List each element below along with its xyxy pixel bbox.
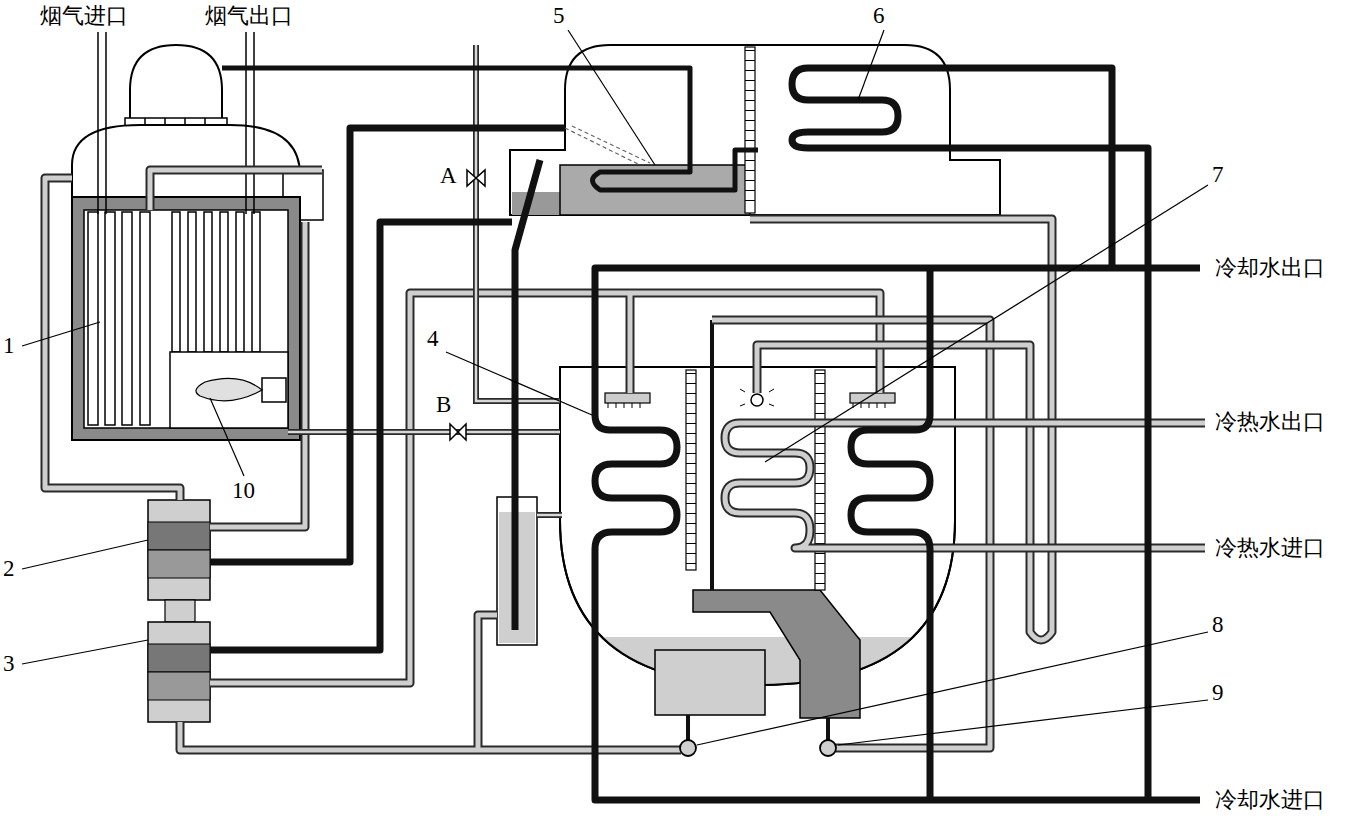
lower-vessel-part xyxy=(688,715,828,740)
lower-vessel-part xyxy=(560,367,955,685)
generator-shell-part xyxy=(262,378,286,402)
heat-exchangers-part xyxy=(148,550,210,578)
generator-shell-part xyxy=(188,212,196,352)
generator-shell-part xyxy=(220,212,228,352)
piping-part xyxy=(537,512,562,518)
callout-number: 6 xyxy=(873,3,885,29)
piping-part xyxy=(180,615,681,750)
heat-exchangers-part xyxy=(148,522,210,550)
leader-lines-part xyxy=(22,640,148,664)
piping-part xyxy=(515,160,540,630)
lower-vessel-part xyxy=(751,394,763,406)
piping-part xyxy=(288,431,560,434)
generator-shell-part xyxy=(204,212,212,352)
generator-shell-part xyxy=(196,378,262,400)
callout-number: 3 xyxy=(3,651,15,677)
valves-pumps xyxy=(450,170,836,756)
port-label: 冷却水出口 xyxy=(1215,255,1325,280)
upper-vessel-part xyxy=(745,50,755,210)
piping-part xyxy=(45,178,180,500)
leader-lines-part xyxy=(22,540,148,569)
port-label: 烟气进口 xyxy=(40,3,128,28)
leader-lines xyxy=(22,30,1208,745)
callout-number: 1 xyxy=(3,333,15,359)
generator-shell-part xyxy=(88,212,98,425)
port-label: 冷却水进口 xyxy=(1215,787,1325,812)
generator-shell-part xyxy=(98,32,254,214)
piping-part xyxy=(210,293,880,683)
piping-part xyxy=(210,222,512,650)
generator-shell-part xyxy=(236,212,244,352)
heat-exchangers-part xyxy=(148,500,210,600)
generator-shell-part xyxy=(84,210,288,428)
generator-shell-part xyxy=(172,212,180,352)
piping-part xyxy=(210,222,305,527)
generator-shell xyxy=(72,32,323,440)
port-label: 烟气出口 xyxy=(205,3,293,28)
generator-shell-part xyxy=(170,352,288,428)
lower-vessel-part xyxy=(710,320,714,590)
heat-exchangers xyxy=(148,500,210,722)
generator-shell-part xyxy=(72,197,300,440)
piping-part xyxy=(595,268,1200,800)
port-label: 冷热水进口 xyxy=(1215,535,1325,560)
piping-part xyxy=(150,170,322,210)
piping-part xyxy=(222,68,758,190)
piping-part xyxy=(288,429,560,435)
heat-exchangers-part xyxy=(148,622,210,722)
piping-part xyxy=(45,178,180,500)
leader-lines-part xyxy=(858,30,884,100)
lower-vessel-part xyxy=(686,370,696,570)
generator-shell-part xyxy=(130,45,222,125)
lower-vessel-part xyxy=(693,590,860,718)
upper-vessel-part xyxy=(565,126,650,165)
callout-number: 9 xyxy=(1212,680,1224,706)
leader-lines-part xyxy=(568,30,655,165)
leader-lines-part xyxy=(22,322,100,346)
piping-part xyxy=(851,268,930,800)
upper-vessel-part xyxy=(745,47,755,213)
piping xyxy=(45,45,1205,800)
leader-lines-part xyxy=(838,700,1208,745)
leader-lines-part xyxy=(697,632,1208,745)
callout-number: 10 xyxy=(232,478,255,504)
lower-vessel-part xyxy=(815,370,825,590)
leader-lines-part xyxy=(210,398,244,476)
callout-number: 5 xyxy=(553,3,565,29)
generator-shell-part xyxy=(140,212,150,425)
valves-pumps-part xyxy=(820,740,836,756)
leader-lines-part xyxy=(446,352,592,415)
callout-number: 2 xyxy=(3,556,15,582)
lower-vessel-part xyxy=(655,650,765,715)
valves-pumps-part xyxy=(450,424,466,440)
callout-number: 7 xyxy=(1212,162,1224,188)
heat-exchangers-part xyxy=(148,644,210,672)
valves-pumps-part xyxy=(680,740,696,756)
generator-shell-part xyxy=(105,212,115,425)
lower-vessel-part xyxy=(605,393,650,403)
piping-part xyxy=(792,68,1148,800)
leader-lines-part xyxy=(765,185,1208,462)
port-label: 冷热水出口 xyxy=(1215,409,1325,434)
callout-number: 4 xyxy=(427,326,439,352)
valves-pumps-part xyxy=(467,170,485,186)
callout-number: A xyxy=(440,163,457,189)
callout-number: B xyxy=(436,392,451,418)
generator-shell-part xyxy=(252,212,260,352)
upper-vessel-part xyxy=(512,192,560,215)
piping-part xyxy=(210,222,305,527)
callout-number: 8 xyxy=(1212,612,1224,638)
generator-shell-part xyxy=(122,212,132,425)
heat-exchangers-part xyxy=(148,672,210,700)
piping-part xyxy=(150,170,322,210)
lower-vessel-part xyxy=(608,403,885,408)
piping-part xyxy=(180,615,681,750)
piping-part xyxy=(210,293,880,683)
heat-exchangers-part xyxy=(165,600,195,622)
lower-vessel-part xyxy=(815,373,825,588)
piping-part xyxy=(537,514,562,517)
lower-vessel-part xyxy=(686,373,696,568)
